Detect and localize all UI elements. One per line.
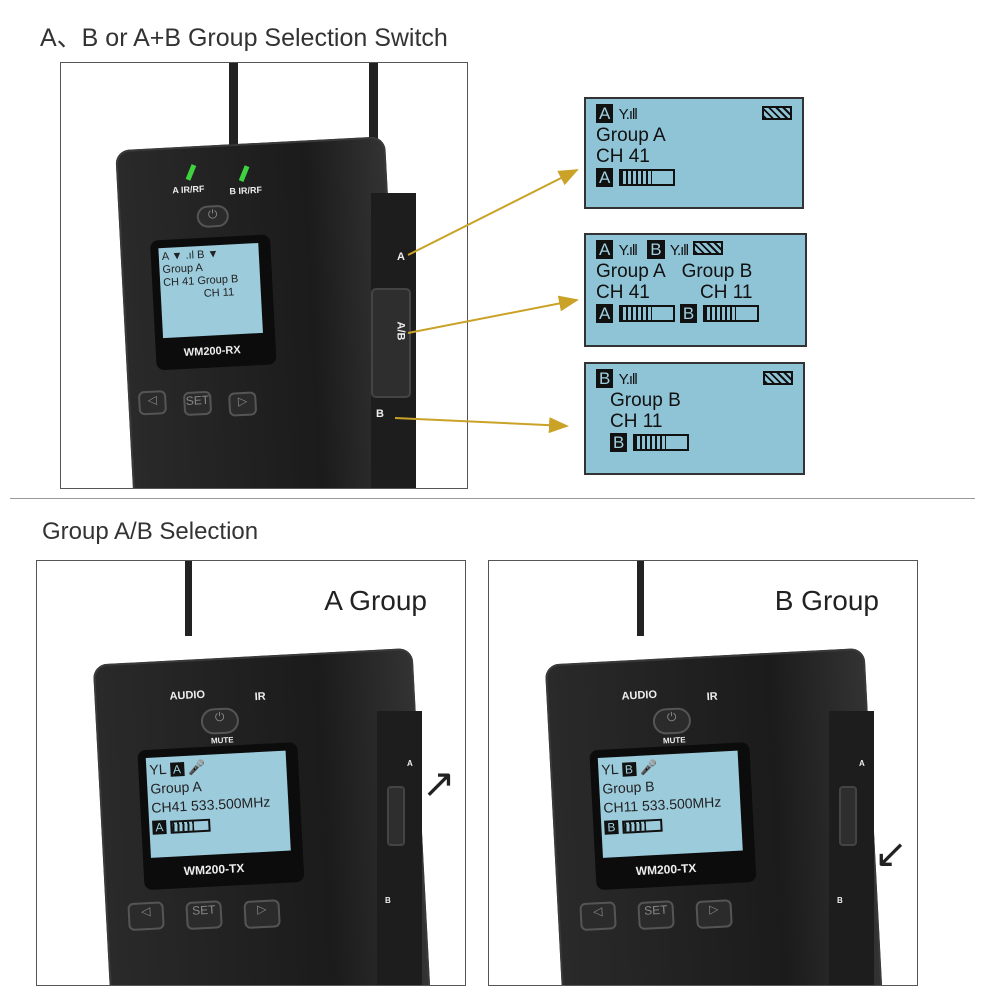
audio-label: AUDIO: [621, 688, 658, 703]
switch-label-b: B: [376, 408, 384, 420]
transmitter-side: [377, 711, 422, 985]
switch-label-a: A: [397, 251, 405, 263]
arrow-ab: [407, 295, 579, 334]
section-title-selection: Group A/B Selection: [42, 518, 259, 545]
cable: [229, 63, 238, 153]
signal-icon: Y.ıll: [618, 242, 638, 259]
left-button[interactable]: ◁: [127, 901, 165, 932]
level-meter: [618, 169, 675, 187]
switch-label-b: B: [385, 896, 391, 905]
channel-a-text: CH 41: [596, 282, 650, 303]
battery-icon: [763, 371, 793, 385]
section-divider: [10, 498, 975, 499]
ir-label: IR: [254, 690, 267, 704]
group-switch[interactable]: [839, 786, 857, 846]
level-meter: [632, 434, 689, 452]
ir-label: IR: [706, 690, 719, 704]
lcd-group: Group A: [149, 778, 203, 797]
group-a-text: Group A: [596, 261, 666, 282]
arrow-a: [407, 169, 579, 256]
signal-icon: Y.ıll: [618, 106, 638, 123]
group-card: A Group AUDIO IR ⏻ MUTE YL A 🎤 Group A C…: [36, 560, 466, 986]
group-card: B Group AUDIO IR ⏻ MUTE YL B 🎤 Group B C…: [488, 560, 918, 986]
power-button[interactable]: ⏻: [200, 707, 240, 736]
level-meter-a: [618, 305, 675, 323]
channel-label: A: [596, 104, 614, 123]
model-label: WM200-TX: [183, 860, 245, 879]
signal-icon: Y.ıll: [618, 371, 638, 388]
lcd-panel-ab: A Y.ıll B Y.ıll Group A Group B CH 41 CH …: [584, 233, 807, 347]
lcd-channel: CH41: [150, 797, 188, 816]
group-switch[interactable]: [371, 288, 411, 398]
transmitter-lcd: YL B 🎤 Group B CH11 533.500MHz B: [597, 750, 743, 858]
mute-label: MUTE: [210, 735, 234, 746]
pointer-arrows: [394, 169, 579, 434]
lcd-frequency: 533.500MHz: [190, 793, 271, 814]
group-text: Group B: [610, 390, 681, 411]
group-tag: A: [152, 819, 167, 835]
battery-icon: [762, 106, 792, 120]
transmitter-lcd: YL A 🎤 Group A CH41 533.500MHz A: [145, 750, 291, 858]
left-button[interactable]: ◁: [579, 901, 617, 932]
channel-b-text: CH 11: [700, 282, 753, 303]
switch-label-a: A: [859, 759, 865, 768]
group-b-text: Group B: [681, 261, 753, 282]
model-label: WM200-TX: [635, 860, 697, 879]
lcd-panel-a: A Y.ıll Group A CH 41 A: [584, 97, 804, 209]
group-switch[interactable]: [387, 786, 405, 846]
lcd-panel-b: B Y.ıll Group B CH 11 B: [584, 362, 805, 475]
cable: [637, 561, 644, 636]
group-tag: A: [169, 762, 185, 777]
power-button[interactable]: ⏻: [652, 707, 692, 736]
level-meter: [169, 818, 211, 834]
lcd-channel: CH11: [602, 797, 639, 816]
cable: [369, 63, 378, 163]
channel-label: B: [596, 369, 614, 388]
group-heading: A Group: [324, 585, 427, 616]
level-meter-b: [702, 305, 759, 323]
right-button[interactable]: ▷: [243, 899, 281, 930]
level-meter: [621, 818, 663, 834]
channel-text: CH 11: [610, 411, 663, 432]
set-button[interactable]: SET: [185, 900, 223, 931]
transmitter-screen: YL B 🎤 Group B CH11 533.500MHz B WM200-T…: [589, 742, 757, 891]
channel-label-a: A: [596, 304, 614, 323]
mute-label: MUTE: [662, 735, 686, 746]
right-button[interactable]: ▷: [695, 899, 733, 930]
direction-arrow-icon: ↙: [874, 832, 908, 876]
transmitter-screen: YL A 🎤 Group A CH41 533.500MHz A WM200-T…: [137, 742, 305, 891]
arrow-b: [394, 417, 569, 434]
lcd-frequency: 533.500MHz: [641, 793, 722, 814]
channel-label-b: B: [647, 240, 665, 259]
audio-label: AUDIO: [169, 688, 206, 703]
channel-label: A: [596, 168, 614, 187]
signal-icon: Y.ıll: [669, 242, 689, 259]
group-text: Group A: [596, 125, 666, 146]
cable: [185, 561, 192, 636]
section-title-switch: A、B or A+B Group Selection Switch: [40, 24, 448, 52]
direction-arrow-icon: ↗: [422, 762, 456, 806]
group-heading: B Group: [774, 585, 879, 616]
group-tag: B: [604, 819, 619, 835]
switch-label-b: B: [837, 896, 843, 905]
channel-label-b: B: [679, 304, 698, 323]
transmitter-side: [829, 711, 874, 985]
group-tag: B: [621, 762, 637, 777]
channel-label: B: [610, 433, 628, 452]
lcd-group: Group B: [601, 778, 655, 797]
set-button[interactable]: SET: [637, 900, 675, 931]
channel-label-a: A: [596, 240, 614, 259]
receiver-photo: A IR/RF B IR/RF ⏻ A ▼ .ıl B ▼ Group A CH…: [60, 62, 468, 489]
channel-text: CH 41: [596, 146, 650, 167]
battery-icon: [693, 241, 724, 255]
switch-label-a: A: [407, 759, 413, 768]
